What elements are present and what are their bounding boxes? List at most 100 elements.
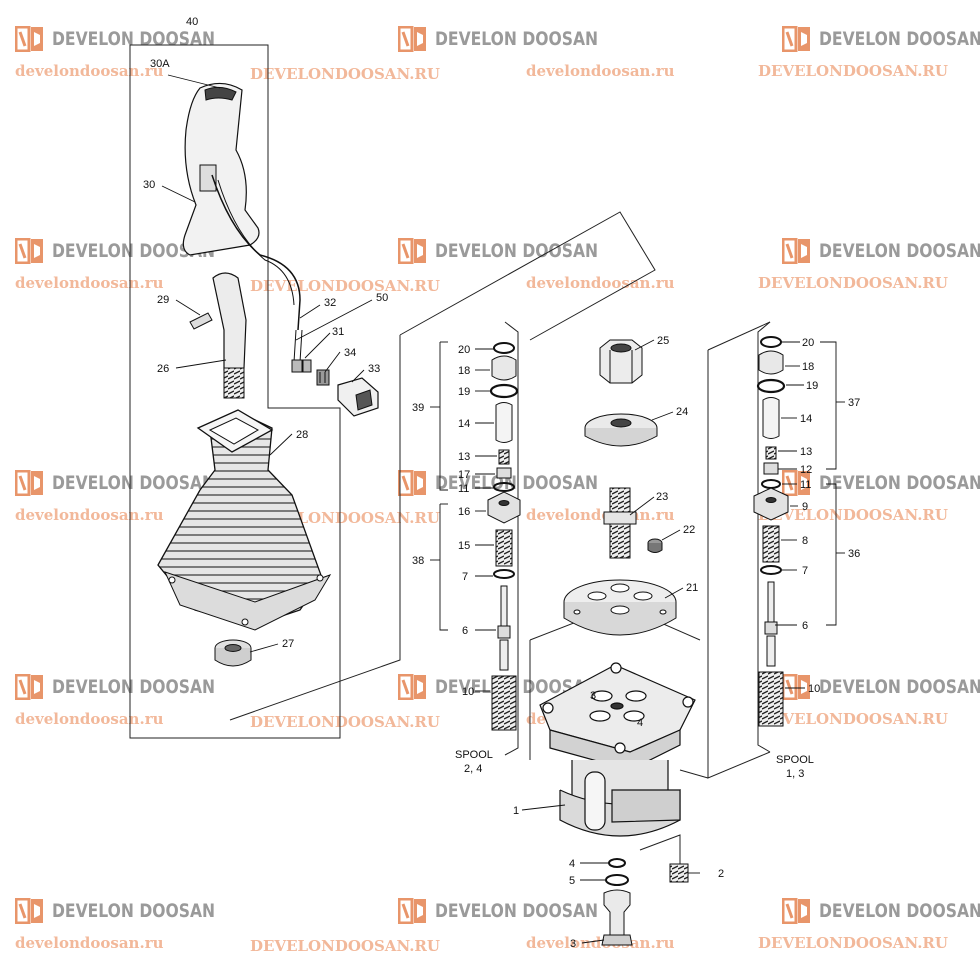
develon-logo-icon bbox=[398, 26, 428, 52]
seal-22 bbox=[647, 538, 663, 553]
develon-logo-icon bbox=[15, 470, 45, 496]
connector-34 bbox=[316, 369, 330, 386]
left-spool-title: SPOOL bbox=[455, 749, 493, 761]
develon-logo-icon bbox=[398, 898, 428, 924]
right-spool-stack bbox=[753, 336, 789, 727]
left-label-19: 19 bbox=[458, 386, 470, 398]
watermark-brand: DEVELON DOOSAN bbox=[435, 28, 599, 50]
plug-2 bbox=[669, 863, 689, 883]
bracket-50-outline bbox=[399, 211, 656, 341]
body-port-4: 4 bbox=[637, 717, 643, 729]
right-label-8: 8 bbox=[802, 535, 808, 547]
callout-21: 21 bbox=[686, 582, 698, 594]
right-label-10: 10 bbox=[808, 683, 820, 695]
leader-lines bbox=[161, 74, 845, 944]
watermark-bottom-right: DEVELON DOOSAN DEVELONDOOSAN.RU bbox=[758, 896, 980, 952]
watermark-top-mid-text: DEVELONDOOSAN.RU bbox=[250, 65, 450, 83]
watermark-site: DEVELONDOOSAN.RU bbox=[758, 506, 948, 524]
watermark-brand: DEVELON DOOSAN bbox=[435, 472, 599, 494]
left-label-20: 20 bbox=[458, 344, 470, 356]
callout-4: 4 bbox=[569, 858, 575, 870]
watermark-site: develondoosan.ru bbox=[15, 934, 164, 952]
watermark-site: DEVELONDOOSAN.RU bbox=[758, 710, 948, 728]
develon-logo-icon bbox=[782, 26, 812, 52]
body-port-3: 3 bbox=[590, 690, 596, 702]
right-label-13: 13 bbox=[800, 446, 812, 458]
leader-assembly bbox=[229, 335, 401, 721]
develon-logo-shape bbox=[398, 470, 426, 496]
right-group-36: 36 bbox=[848, 548, 860, 560]
callout-24: 24 bbox=[676, 406, 688, 418]
watermark-site: DEVELONDOOSAN.RU bbox=[758, 934, 948, 952]
watermark-brand: DEVELON DOOSAN bbox=[819, 240, 980, 262]
right-label-12: 12 bbox=[800, 464, 812, 476]
left-label-17: 17 bbox=[458, 469, 470, 481]
right-label-20: 20 bbox=[802, 337, 814, 349]
watermark-brand: DEVELON DOOSAN bbox=[819, 900, 980, 922]
develon-logo-shape bbox=[15, 26, 43, 52]
develon-logo-shape bbox=[782, 470, 810, 496]
pin-29 bbox=[189, 312, 213, 330]
callout-27: 27 bbox=[282, 638, 294, 650]
right-group-37: 37 bbox=[848, 397, 860, 409]
develon-logo-icon bbox=[398, 470, 428, 496]
left-label-14: 14 bbox=[458, 418, 470, 430]
callout-30: 30 bbox=[143, 179, 155, 191]
watermark-brand: DEVELON DOOSAN bbox=[435, 240, 599, 262]
develon-logo-icon bbox=[15, 898, 45, 924]
callout-3: 3 bbox=[570, 938, 576, 950]
left-spool-frame bbox=[504, 321, 519, 756]
callout-2: 2 bbox=[718, 868, 724, 880]
callout-1: 1 bbox=[513, 805, 519, 817]
right-label-18: 18 bbox=[802, 361, 814, 373]
callout-32: 32 bbox=[324, 297, 336, 309]
callout-22: 22 bbox=[683, 524, 695, 536]
left-spool-stack bbox=[487, 342, 521, 731]
develon-logo-icon bbox=[15, 238, 45, 264]
right-label-6: 6 bbox=[802, 620, 808, 632]
watermark-row4-left: DEVELON DOOSAN develondoosan.ru bbox=[15, 672, 215, 728]
develon-logo-icon bbox=[782, 898, 812, 924]
right-label-7: 7 bbox=[802, 565, 808, 577]
watermark-bottom-left: DEVELON DOOSAN develondoosan.ru bbox=[15, 896, 215, 952]
assembly-40-outline bbox=[129, 44, 341, 739]
watermark-row4-right: DEVELON DOOSAN DEVELONDOOSAN.RU bbox=[758, 672, 980, 728]
develon-logo-shape bbox=[782, 238, 810, 264]
develon-logo-shape bbox=[15, 470, 43, 496]
right-spool-title: SPOOL bbox=[776, 754, 814, 766]
left-label-6: 6 bbox=[462, 625, 468, 637]
watermark-site: develondoosan.ru bbox=[15, 710, 164, 728]
watermark-site: DEVELONDOOSAN.RU bbox=[250, 277, 440, 295]
develon-logo-shape bbox=[15, 238, 43, 264]
watermark-brand: DEVELON DOOSAN bbox=[52, 676, 216, 698]
watermark-site: DEVELONDOOSAN.RU bbox=[250, 713, 440, 731]
develon-logo-shape bbox=[398, 26, 426, 52]
watermark-row2-left: DEVELON DOOSAN develondoosan.ru bbox=[15, 236, 215, 292]
callout-33: 33 bbox=[368, 363, 380, 375]
left-label-11: 11 bbox=[458, 483, 469, 495]
develon-logo-shape bbox=[15, 898, 43, 924]
nut-27 bbox=[214, 639, 252, 667]
left-label-13: 13 bbox=[458, 451, 470, 463]
develon-logo-icon bbox=[782, 238, 812, 264]
callout-31: 31 bbox=[332, 326, 344, 338]
watermark-brand: DEVELON DOOSAN bbox=[52, 240, 216, 262]
grip-30 bbox=[182, 82, 301, 331]
callout-labels: 40 30A 30 29 26 32 50 31 34 33 28 27 25 … bbox=[143, 16, 860, 950]
callout-28: 28 bbox=[296, 429, 308, 441]
watermark-site: develondoosan.ru bbox=[15, 506, 164, 524]
left-spool-numbers: 2, 4 bbox=[464, 763, 482, 775]
develon-logo-shape bbox=[782, 898, 810, 924]
watermark-row3-right: DEVELON DOOSAN DEVELONDOOSAN.RU bbox=[758, 468, 980, 524]
watermark-row2-mid-text: DEVELONDOOSAN.RU bbox=[250, 277, 450, 295]
left-label-7: 7 bbox=[462, 571, 468, 583]
callout-34: 34 bbox=[344, 347, 356, 359]
left-group-38: 38 bbox=[412, 555, 424, 567]
watermark-site: DEVELONDOOSAN.RU bbox=[250, 937, 440, 955]
watermark-row4-mid-text: DEVELONDOOSAN.RU bbox=[250, 713, 450, 731]
callout-5: 5 bbox=[569, 875, 575, 887]
watermark-row3-left: DEVELON DOOSAN develondoosan.ru bbox=[15, 468, 215, 524]
joint-23 bbox=[603, 487, 637, 559]
